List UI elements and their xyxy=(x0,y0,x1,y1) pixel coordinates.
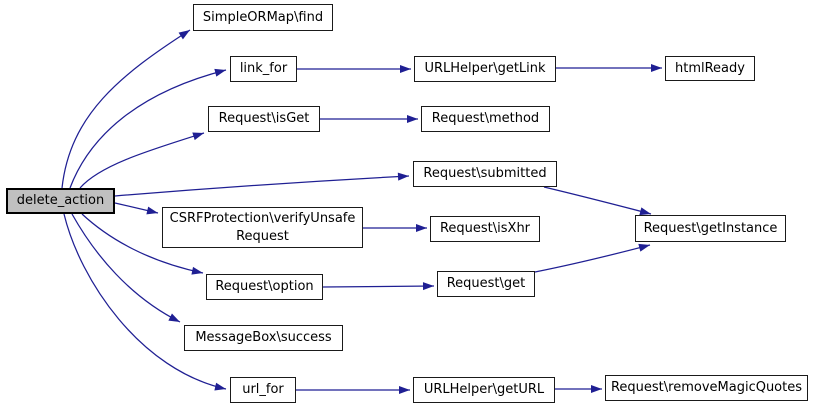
node-urlhelper_getlink[interactable]: URLHelper\getLink xyxy=(414,56,556,82)
arrowhead-urlhelper_geturl-to-request_removemagicquotes xyxy=(591,385,602,393)
node-request_removemagicquotes[interactable]: Request\removeMagicQuotes xyxy=(605,375,808,401)
arrowhead-request_option-to-request_get xyxy=(422,282,434,291)
arrowhead-delete_action-to-simpleormap_find xyxy=(178,30,190,40)
edge-delete_action-to-link_for xyxy=(69,69,227,189)
arrowhead-request_get-to-request_getinstance xyxy=(638,243,650,252)
node-request_option[interactable]: Request\option xyxy=(206,274,323,300)
edge-delete_action-to-csrf_verifyunsaferequest xyxy=(114,202,159,214)
arrowhead-delete_action-to-csrf_verifyunsaferequest xyxy=(146,206,158,215)
node-link_for[interactable]: link_for xyxy=(230,56,297,82)
node-request_get[interactable]: Request\get xyxy=(437,271,535,297)
edge-request_get-to-request_getinstance xyxy=(534,244,651,273)
arrowhead-request_isget-to-request_method xyxy=(407,115,418,123)
node-url_for[interactable]: url_for xyxy=(230,377,296,403)
arrowhead-request_submitted-to-request_getinstance xyxy=(639,207,651,216)
node-csrf_verifyunsaferequest[interactable]: CSRFProtection\verifyUnsafe Request xyxy=(162,207,363,248)
arrowhead-delete_action-to-messagebox_success xyxy=(168,313,180,322)
edge-request_option-to-request_get xyxy=(322,285,435,288)
arrowhead-delete_action-to-request_isget xyxy=(192,132,204,141)
edge-delete_action-to-request_submitted xyxy=(114,175,410,197)
edge-request_submitted-to-request_getinstance xyxy=(543,186,652,215)
node-urlhelper_geturl[interactable]: URLHelper\getURL xyxy=(413,377,555,403)
arrowhead-url_for-to-urlhelper_geturl xyxy=(399,386,410,394)
arrowhead-csrf_verifyunsaferequest-to-request_isxhr xyxy=(416,224,427,232)
node-htmlready[interactable]: htmlReady xyxy=(665,56,755,81)
arrowhead-delete_action-to-request_submitted xyxy=(397,172,409,181)
edge-delete_action-to-request_isget xyxy=(79,132,205,189)
arrowhead-delete_action-to-link_for xyxy=(214,68,226,77)
arrowhead-delete_action-to-url_for xyxy=(214,382,226,391)
arrowhead-urlhelper_getlink-to-htmlready xyxy=(651,64,662,72)
arrowhead-link_for-to-urlhelper_getlink xyxy=(400,65,411,73)
node-delete_action: delete_action xyxy=(6,188,115,214)
node-request_isget[interactable]: Request\isGet xyxy=(208,106,320,132)
node-simpleormap_find[interactable]: SimpleORMap\find xyxy=(193,4,333,31)
node-request_submitted[interactable]: Request\submitted xyxy=(413,161,557,187)
node-messagebox_success[interactable]: MessageBox\success xyxy=(184,325,343,351)
node-request_method[interactable]: Request\method xyxy=(421,106,550,132)
arrowhead-delete_action-to-request_option xyxy=(191,266,203,275)
edge-delete_action-to-simpleormap_find xyxy=(61,29,191,189)
node-request_isxhr[interactable]: Request\isXhr xyxy=(430,216,540,242)
node-request_getinstance[interactable]: Request\getInstance xyxy=(635,215,786,242)
